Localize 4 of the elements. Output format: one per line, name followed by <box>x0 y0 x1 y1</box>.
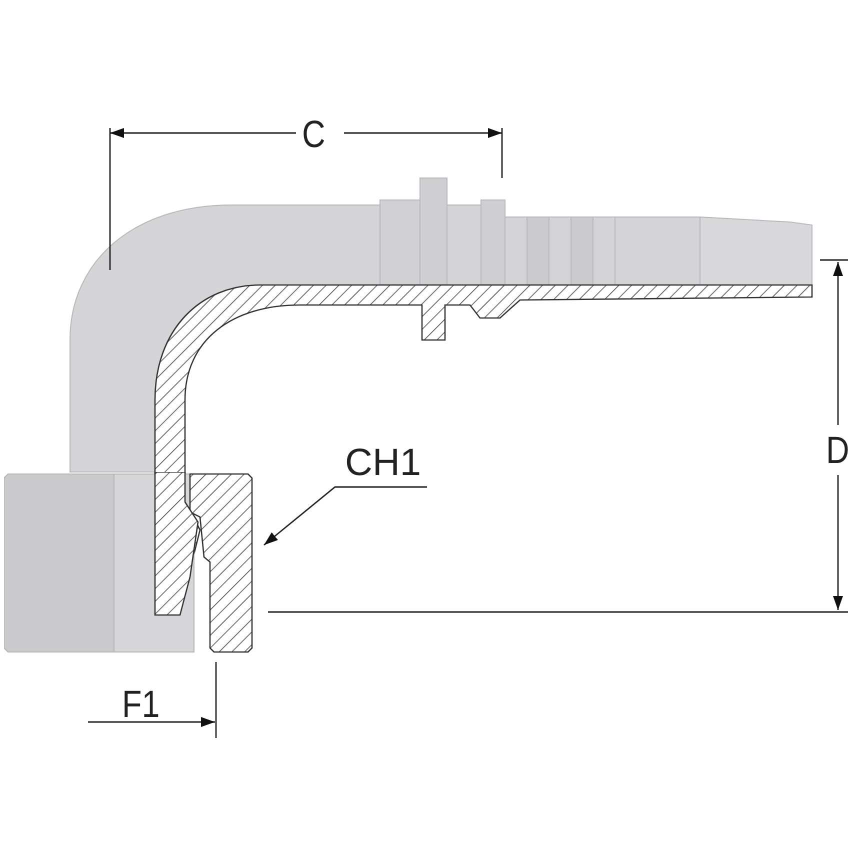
dimension-label: C <box>302 116 326 154</box>
dimension-label: D <box>826 432 850 470</box>
dimension-label: F1 <box>122 686 160 724</box>
callout-label: CH1 <box>345 444 427 488</box>
